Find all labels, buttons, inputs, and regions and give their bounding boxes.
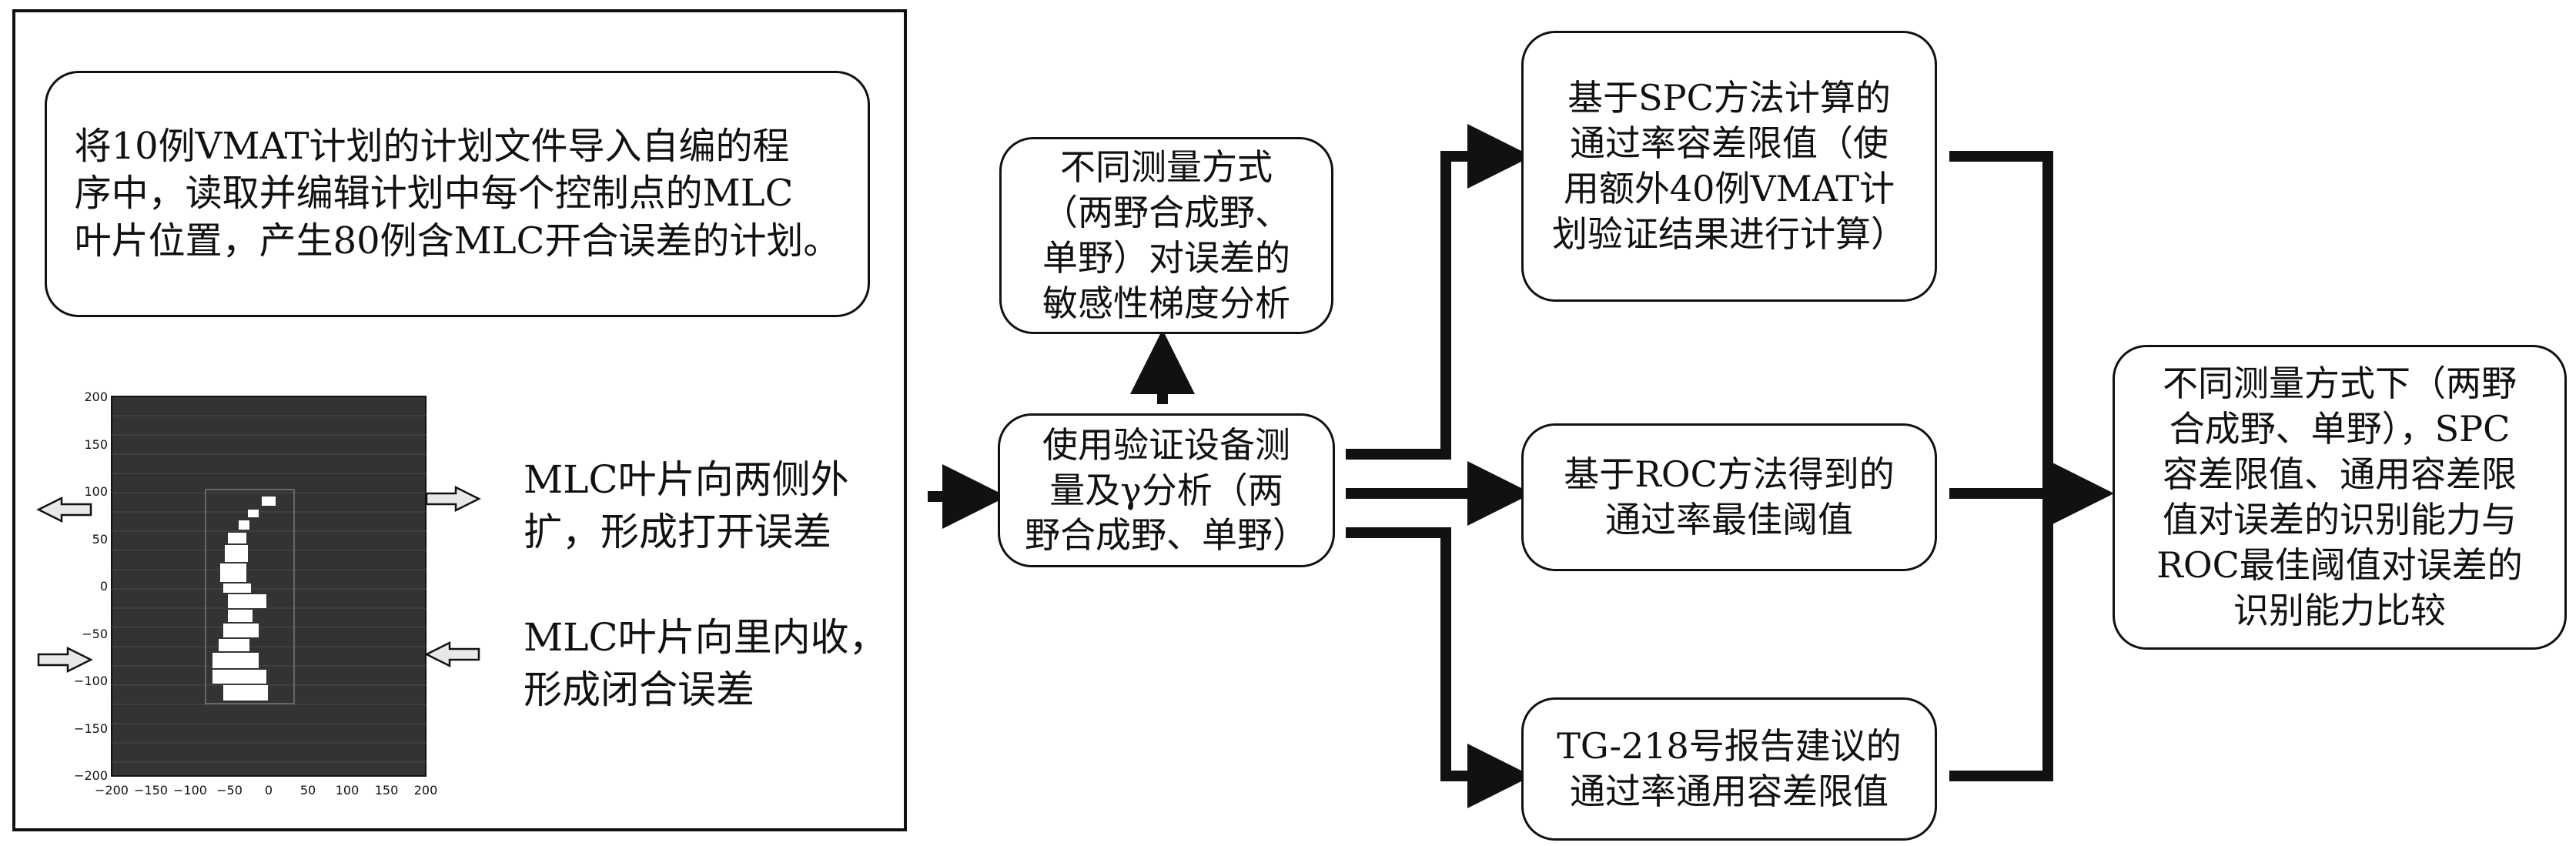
roc-box: 基于ROC方法得到的 通过率最佳阈值 xyxy=(1521,423,1937,571)
tg218-text: TG-218号报告建议的 通过率通用容差限值 xyxy=(1557,725,1902,812)
y-tick: 50 xyxy=(92,532,108,547)
plot-leaf-lines xyxy=(112,415,426,763)
flow-arrows xyxy=(928,124,2114,808)
hollow-arrows xyxy=(36,485,481,674)
mlc-plot: −200 −150 −100 −50 0 50 100 150 200 200 … xyxy=(74,390,437,798)
x-tick: 50 xyxy=(300,783,316,798)
spc-box: 基于SPC方法计算的 通过率容差限值（使 用额外40例VMAT计 划验证结果进行… xyxy=(1521,31,1937,302)
caption-open-error: MLC叶片向两侧外 扩，形成打开误差 xyxy=(524,457,849,554)
compare-box: 不同测量方式下（两野 合成野、单野），SPC 容差限值、通用容差限 值对误差的识… xyxy=(2113,345,2567,650)
y-tick: −100 xyxy=(74,674,108,688)
left-panel-frame xyxy=(12,9,907,831)
x-tick: 100 xyxy=(336,783,360,798)
arrow-left-inward-icon xyxy=(424,640,480,668)
y-axis-ticks: 200 150 100 50 0 −50 −100 −150 −200 xyxy=(74,390,108,783)
x-tick: −100 xyxy=(173,783,207,798)
plot-background xyxy=(111,396,427,777)
x-tick: −50 xyxy=(216,783,243,798)
x-tick: −200 xyxy=(95,783,129,798)
aperture-shape xyxy=(212,497,276,701)
y-tick: 150 xyxy=(84,437,108,452)
tg218-box: TG-218号报告建议的 通过率通用容差限值 xyxy=(1521,697,1937,841)
spc-text: 基于SPC方法计算的 通过率容差限值（使 用额外40例VMAT计 划验证结果进行… xyxy=(1552,77,1906,255)
measure-text: 使用验证设备测 量及γ分析（两 野合成野、单野） xyxy=(1025,423,1308,557)
intro-box: 将10例VMAT计划的计划文件导入自编的程 序中，读取并编辑计划中每个控制点的M… xyxy=(45,71,870,317)
y-tick: 200 xyxy=(84,390,108,404)
y-tick: 0 xyxy=(100,579,108,594)
arrow-to-spc xyxy=(1346,124,1532,460)
roc-text: 基于ROC方法得到的 通过率最佳阈值 xyxy=(1564,453,1895,540)
y-tick: 100 xyxy=(84,484,108,499)
arrow-right-inward-icon xyxy=(37,646,93,674)
x-tick: 150 xyxy=(375,783,399,798)
y-tick: −150 xyxy=(74,721,108,736)
x-axis-ticks: −200 −150 −100 −50 0 50 100 150 200 xyxy=(95,783,437,798)
measure-box: 使用验证设备测 量及γ分析（两 野合成野、单野） xyxy=(998,413,1335,567)
merge-line xyxy=(1949,151,2053,781)
arrow-right-outward-icon xyxy=(425,485,481,513)
arrow-left-outward-icon xyxy=(36,496,92,523)
arrow-to-tg218 xyxy=(1346,527,1532,808)
caption-close-error: MLC叶片向里内收， 形成闭合误差 xyxy=(524,615,888,712)
jaw-outline xyxy=(205,489,295,704)
sensitivity-text: 不同测量方式 （两野合成野、 单野）对误差的 敏感性梯度分析 xyxy=(1042,146,1290,324)
y-tick: −50 xyxy=(82,627,108,641)
x-tick: 0 xyxy=(265,783,273,798)
y-tick: −200 xyxy=(74,768,108,783)
sensitivity-box: 不同测量方式 （两野合成野、 单野）对误差的 敏感性梯度分析 xyxy=(999,137,1333,334)
intro-text: 将10例VMAT计划的计划文件导入自编的程 序中，读取并编辑计划中每个控制点的M… xyxy=(74,124,841,262)
x-tick: −150 xyxy=(134,783,168,798)
x-tick: 200 xyxy=(414,783,438,798)
compare-text: 不同测量方式下（两野 合成野、单野），SPC 容差限值、通用容差限 值对误差的识… xyxy=(2156,363,2523,631)
